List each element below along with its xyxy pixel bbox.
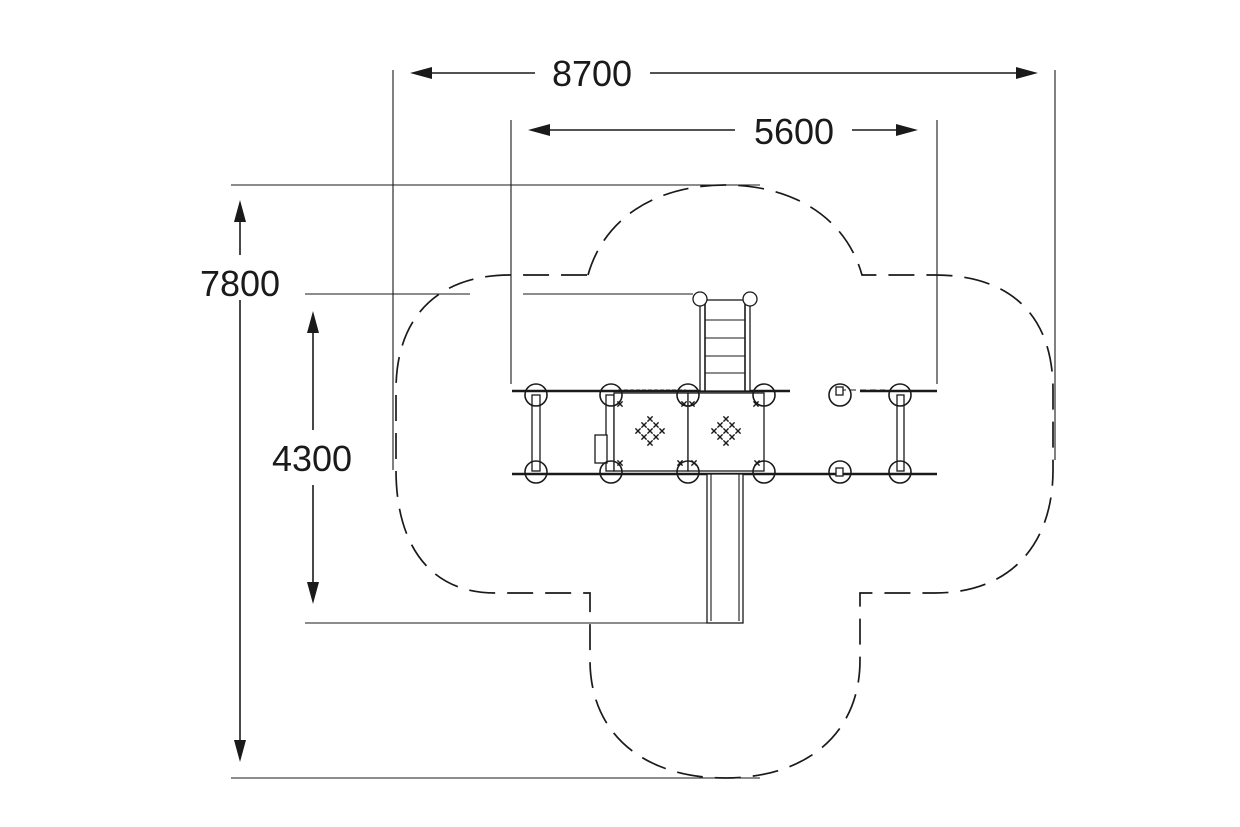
- arrowhead-right: [896, 124, 918, 136]
- x-mark: [728, 433, 736, 441]
- post: [828, 460, 852, 484]
- x-mark: [652, 433, 660, 441]
- x-mark: [680, 400, 688, 408]
- arrowhead-top: [307, 311, 319, 333]
- dimension-8700: 8700: [392, 53, 1056, 470]
- x-mark: [722, 415, 730, 423]
- x-mark: [722, 439, 730, 447]
- safety-zone-outline: [395, 184, 1054, 779]
- x-mark: [710, 427, 718, 435]
- x-mark: [640, 421, 648, 429]
- x-mark: [728, 421, 736, 429]
- post: [888, 460, 912, 484]
- x-mark: [690, 459, 698, 467]
- play-structure: [512, 291, 937, 624]
- posts: [524, 383, 912, 484]
- x-mark: [716, 433, 724, 441]
- x-mark: [616, 400, 624, 408]
- dimension-label-4300: 4300: [272, 438, 352, 479]
- x-mark: [716, 421, 724, 429]
- ladder-frame: [699, 299, 751, 392]
- post: [676, 460, 700, 484]
- post: [524, 460, 548, 484]
- arrowhead-right: [1016, 67, 1038, 79]
- x-mark: [634, 427, 642, 435]
- dimension-label-5600: 5600: [754, 111, 834, 152]
- dimension-label-8700: 8700: [552, 53, 632, 94]
- x-mark: [616, 459, 624, 467]
- bar-section-left: [531, 394, 615, 472]
- dimension-7800: 7800: [200, 184, 760, 779]
- dimension-5600: 5600: [510, 111, 938, 384]
- post: [599, 460, 623, 484]
- bracket: [835, 467, 844, 477]
- x-mark: [688, 400, 696, 408]
- x-mark: [734, 427, 742, 435]
- bar-panel: [896, 394, 905, 472]
- arrowhead-bottom: [307, 582, 319, 604]
- arrowhead-left: [410, 67, 432, 79]
- arrowhead-top: [234, 200, 246, 222]
- post: [752, 460, 776, 484]
- post: [888, 383, 912, 407]
- x-mark: [646, 427, 654, 435]
- x-mark: [752, 400, 760, 408]
- x-mark: [646, 415, 654, 423]
- arrowhead-bottom: [234, 740, 246, 762]
- bracket: [835, 386, 844, 396]
- x-mark: [722, 427, 730, 435]
- x-mark: [652, 421, 660, 429]
- deck-hole-pattern: [616, 400, 761, 467]
- bar-panel: [531, 394, 541, 472]
- x-mark: [753, 459, 761, 467]
- ladder-post: [742, 291, 758, 307]
- slide-bed: [706, 473, 744, 624]
- dimension-label-7800: 7800: [200, 263, 280, 304]
- post: [676, 383, 700, 407]
- ladder-post: [692, 291, 708, 307]
- post: [599, 383, 623, 407]
- post: [752, 383, 776, 407]
- deck-right: [687, 392, 765, 472]
- x-mark: [640, 433, 648, 441]
- x-mark: [658, 427, 666, 435]
- post: [524, 383, 548, 407]
- bar-section-right: [835, 386, 905, 477]
- x-mark: [676, 459, 684, 467]
- dimension-4300: 4300: [272, 293, 710, 624]
- x-mark: [646, 439, 654, 447]
- post: [828, 383, 852, 407]
- ladder: [692, 291, 758, 392]
- panel-handle: [594, 434, 608, 464]
- platform-decks: [613, 389, 765, 475]
- arrowhead-left: [528, 124, 550, 136]
- slide: [706, 473, 744, 624]
